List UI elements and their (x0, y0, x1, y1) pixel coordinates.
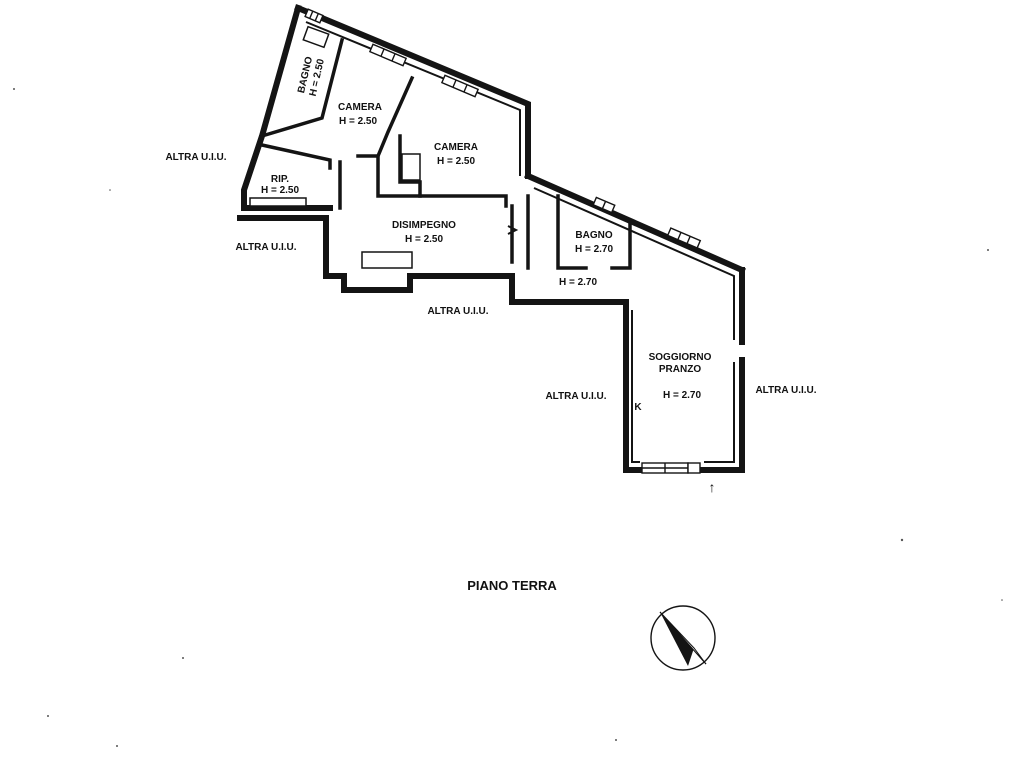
room-disimpegno-height: H = 2.50 (405, 234, 444, 245)
room-rip-name: RIP. (271, 174, 289, 185)
rip-shelf (249, 197, 307, 207)
floor-title: PIANO TERRA (467, 578, 557, 593)
room-rip-height: H = 2.50 (261, 185, 300, 196)
wall-south-living (623, 459, 645, 473)
room-camera-2-height: H = 2.50 (437, 156, 476, 167)
neighbor-bottom-left: ALTRA U.I.U. (545, 391, 606, 402)
room-soggiorno-height: H = 2.70 (663, 390, 702, 401)
window-camera-1 (368, 43, 408, 67)
partition-camera-divider (375, 75, 415, 159)
room-camera-1-height: H = 2.50 (339, 116, 378, 127)
door-markers: ↑ (507, 225, 716, 495)
room-antibagno-height: H = 2.70 (559, 277, 598, 288)
wall-facade-upper (294, 4, 531, 179)
window-soggiorno-side (666, 227, 702, 249)
window-camera-2 (440, 74, 480, 98)
room-labels: BAGNO H = 2.50 CAMERA H = 2.50 CAMERA H … (261, 55, 712, 413)
neighbor-left-lower: ALTRA U.I.U. (235, 242, 296, 253)
kitchen-mark: K (634, 402, 642, 413)
wardrobe-block (401, 153, 421, 181)
north-arrow-icon (650, 605, 716, 671)
neighbor-right: ALTRA U.I.U. (755, 385, 816, 396)
neighbor-bottom-center: ALTRA U.I.U. (427, 306, 488, 317)
wall-inner-seam-upper (305, 21, 521, 176)
bagno-1-fixture (302, 25, 330, 49)
room-bagno-2-name: BAGNO (575, 230, 612, 241)
outer-walls (237, 4, 746, 473)
room-soggiorno-name-line2: PRANZO (659, 364, 701, 375)
room-soggiorno-name-line1: SOGGIORNO (649, 352, 712, 363)
room-camera-1-name: CAMERA (338, 102, 382, 113)
wall-inner-seam-west (631, 310, 640, 463)
scan-specks (13, 88, 1003, 747)
neighbor-labels: ALTRA U.I.U. ALTRA U.I.U. ALTRA U.I.U. A… (165, 152, 816, 402)
wall-facade-lower (524, 172, 746, 274)
door-arrow-disimpegno (507, 225, 519, 235)
wall-south-step (509, 273, 629, 465)
wall-west-upper (241, 4, 333, 211)
window-bagno-1 (304, 8, 324, 24)
window-bagno-2 (592, 196, 616, 214)
room-bagno-1: BAGNO H = 2.50 (296, 55, 327, 97)
wall-south-disimpegno (323, 273, 515, 293)
partition-camera-1-south (259, 142, 332, 170)
wall-inner-seam-living (704, 362, 735, 463)
partition-bagno-1 (259, 37, 345, 139)
room-bagno-2-height: H = 2.70 (575, 244, 614, 255)
windows (304, 8, 702, 474)
partition-bagno-2-west (556, 194, 588, 270)
disimpegno-cabinet (361, 251, 413, 269)
neighbor-left-upper: ALTRA U.I.U. (165, 152, 226, 163)
partition-camera-2-south (418, 194, 508, 208)
room-camera-2-name: CAMERA (434, 142, 478, 153)
partitions (249, 25, 632, 270)
wall-west-lower (237, 215, 329, 279)
room-disimpegno-name: DISIMPEGNO (392, 220, 456, 231)
window-soggiorno-south (641, 462, 701, 474)
wall-south-living-right (697, 357, 745, 473)
entrance-arrow: ↑ (709, 479, 716, 495)
wall-inner-seam-lower (533, 187, 735, 340)
partition-bagno-2-east (610, 222, 632, 270)
